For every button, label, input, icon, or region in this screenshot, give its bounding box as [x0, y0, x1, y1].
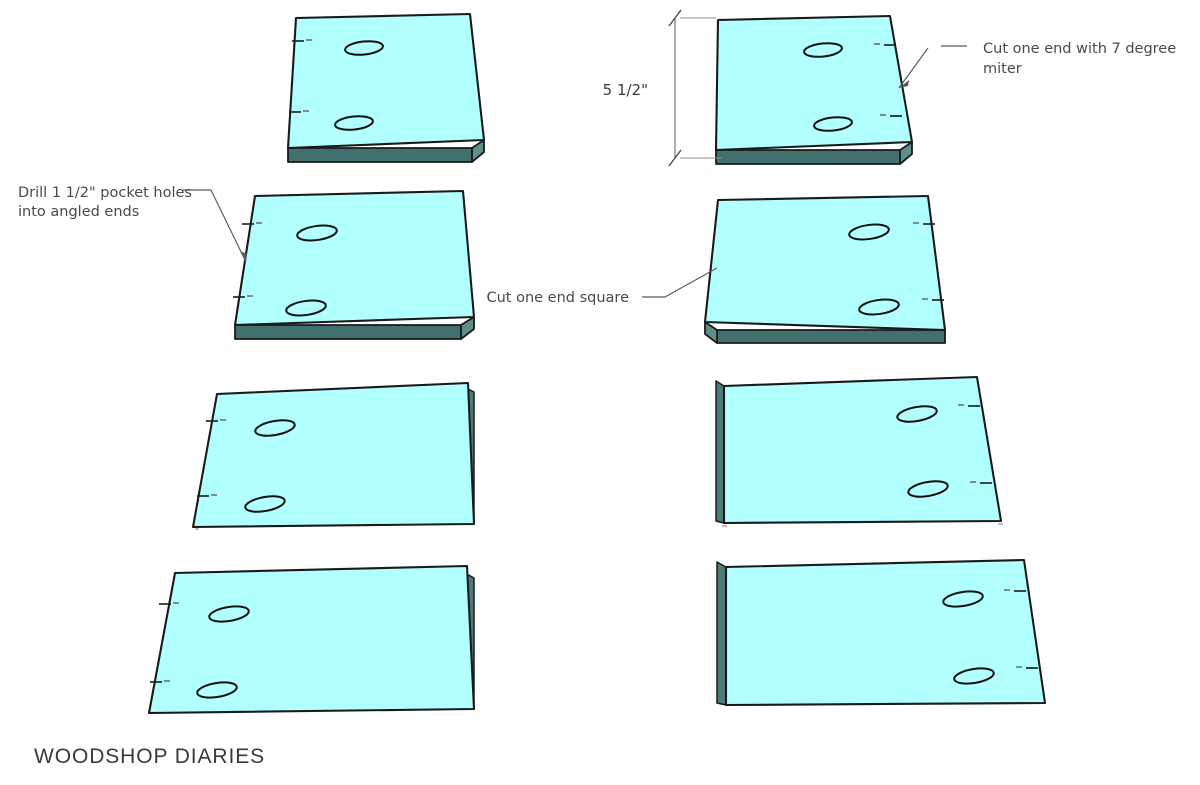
annotation-line-1: Cut one end square	[486, 290, 629, 306]
brand-watermark: WOODSHOP DIARIES	[34, 745, 265, 768]
pocket-hole-mark-lower	[970, 481, 992, 484]
pocket-hole-mark-upper	[1004, 589, 1026, 592]
board-face	[722, 375, 1003, 525]
board-front-edge	[716, 329, 946, 344]
board-face	[286, 12, 486, 150]
board-side-edge	[704, 321, 718, 344]
annotation-line-1: Cut one end with 7 degree	[983, 41, 1176, 57]
pocket-hole-upper	[803, 42, 843, 58]
pocket-hole-upper	[208, 605, 250, 623]
annotation-line-1: Drill 1 1/2" pocket holes	[18, 185, 192, 201]
board-side-edge	[460, 316, 475, 340]
leader-arrowhead	[240, 251, 247, 262]
pocket-hole-upper	[896, 405, 938, 423]
board-face	[147, 564, 476, 715]
annotation-square-cut-note: Cut one end square	[486, 267, 718, 306]
pocket-hole-upper	[848, 223, 890, 241]
board-face	[191, 381, 476, 529]
board-front-edge	[234, 324, 462, 340]
board-3-left[interactable]	[191, 381, 476, 530]
board-face	[233, 189, 476, 327]
board-4-left[interactable]	[147, 564, 476, 715]
board-side-edge	[471, 139, 485, 163]
pocket-hole-lower	[858, 298, 900, 316]
annotation-miter-note: Cut one end with 7 degree miter	[898, 41, 1176, 89]
board-face	[714, 14, 914, 152]
pocket-hole-lower	[285, 299, 327, 317]
board-front-edge	[715, 149, 901, 165]
pocket-hole-lower	[953, 667, 995, 685]
annotation-line-2: into angled ends	[18, 204, 139, 220]
annotation-line-2: miter	[983, 61, 1022, 77]
pocket-hole-mark-upper	[206, 419, 226, 422]
pocket-hole-lower	[813, 116, 853, 132]
pocket-hole-lower	[907, 480, 949, 498]
board-2-left[interactable]	[233, 189, 476, 340]
pocket-hole-mark-lower	[197, 494, 217, 497]
board-1-left[interactable]	[286, 12, 486, 163]
pocket-hole-mark-lower	[233, 295, 253, 298]
pocket-hole-mark-upper	[242, 222, 262, 225]
pocket-hole-upper	[344, 40, 384, 56]
pocket-hole-lower	[334, 115, 374, 131]
dimension-label: 5 1/2"	[603, 81, 648, 99]
board-4-right[interactable]	[716, 558, 1047, 707]
pocket-hole-mark-upper	[159, 602, 179, 605]
board-side-edge	[899, 141, 913, 165]
pocket-hole-mark-lower	[880, 114, 902, 117]
pocket-hole-lower	[196, 681, 238, 699]
pocket-hole-upper	[254, 419, 296, 437]
board-1-right[interactable]	[714, 14, 914, 165]
pocket-hole-mark-upper	[913, 222, 935, 225]
pocket-hole-mark-upper	[958, 404, 980, 407]
pocket-hole-upper	[942, 590, 984, 608]
pocket-hole-mark-lower	[289, 110, 309, 113]
board-face	[724, 558, 1047, 707]
board-side-edge	[715, 380, 725, 524]
pocket-hole-mark-upper	[874, 43, 896, 46]
board-2-right[interactable]	[703, 194, 947, 344]
board-side-edge	[716, 561, 727, 706]
board-3-right[interactable]	[715, 375, 1003, 527]
pocket-hole-lower	[244, 495, 286, 513]
board-face	[703, 194, 947, 332]
annotation-pocket-hole-note: Drill 1 1/2" pocket holes into angled en…	[18, 185, 247, 263]
pocket-hole-mark-upper	[292, 39, 312, 42]
board-front-edge	[287, 147, 473, 163]
leader-arrowhead	[899, 80, 909, 88]
pocket-hole-mark-lower	[922, 298, 944, 301]
pocket-hole-upper	[296, 224, 338, 242]
pocket-hole-mark-lower	[150, 680, 170, 683]
dimension-board-width: 5 1/2"	[603, 9, 722, 167]
pocket-hole-mark-lower	[1016, 666, 1038, 669]
